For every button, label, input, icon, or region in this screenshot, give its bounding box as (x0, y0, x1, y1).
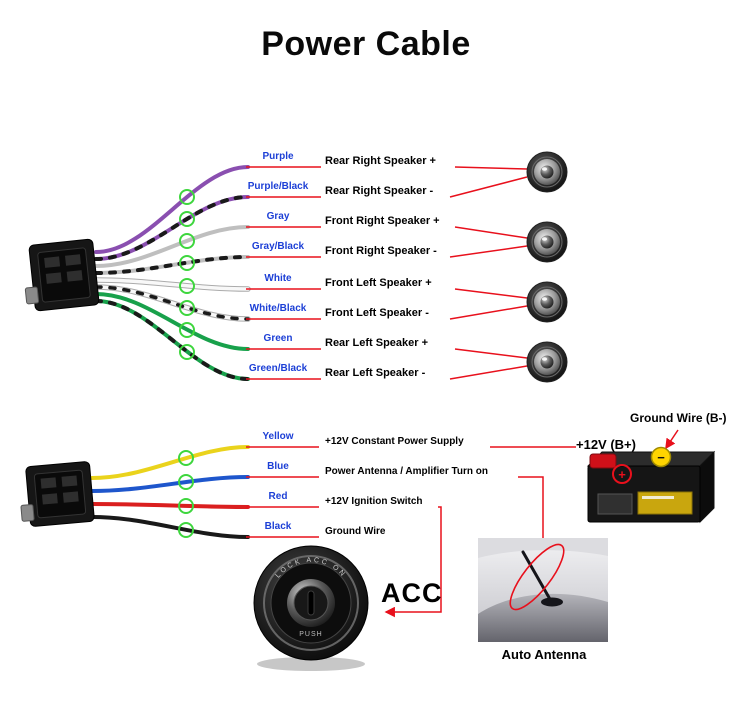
harness-connector-top (24, 238, 100, 312)
connection-circle (178, 522, 194, 538)
connection-circles (178, 189, 195, 538)
speaker-link-line (454, 348, 528, 359)
connection-circle (179, 189, 195, 205)
battery-minus-symbol: − (657, 450, 665, 465)
wire-purple-black-stripe (94, 195, 250, 261)
wire-white (94, 278, 250, 291)
speaker-link-line (449, 305, 528, 320)
speaker-link-line (454, 226, 528, 239)
speaker-link-line (449, 365, 528, 380)
ignition-link-line (384, 506, 442, 618)
wire-black (90, 515, 250, 539)
wire-color-label: Green/Black (248, 363, 308, 374)
speaker-link-line (454, 288, 528, 299)
wire-function-label: Rear Left Speaker - (325, 367, 426, 379)
wire-color-label: Purple (262, 151, 294, 162)
connection-circle (178, 498, 194, 514)
speaker-icon (526, 151, 568, 193)
connection-circle (179, 233, 195, 249)
antenna-base (541, 597, 563, 607)
wire-function-label: Front Right Speaker - (325, 245, 437, 257)
auto-antenna-photo (478, 538, 608, 642)
wire-color-label: Purple/Black (247, 181, 309, 192)
wire-function-label: Front Left Speaker + (325, 277, 432, 289)
connection-circle (179, 300, 195, 316)
wire-color-label: Yellow (262, 431, 294, 442)
speaker-link-line (454, 166, 528, 170)
wire-function-label: Rear Left Speaker + (325, 337, 429, 349)
wire-function-label: Rear Right Speaker + (325, 155, 436, 167)
connection-circle (179, 322, 195, 338)
wire-color-label: Blue (267, 461, 289, 472)
antenna-rod (521, 550, 553, 603)
speaker-wires (93, 165, 251, 381)
antenna-link-line (518, 476, 549, 561)
acc-label: ACC (381, 578, 443, 608)
speaker-link-line (449, 245, 528, 258)
wire-green-black-stripe (94, 299, 250, 381)
wire-gray (94, 225, 250, 268)
wire-function-label: Front Right Speaker + (325, 215, 440, 227)
wire-color-label: Gray (266, 211, 290, 222)
wire-function-label: +12V Ignition Switch (325, 496, 423, 507)
power-wires (90, 445, 250, 539)
wire-function-label: +12V Constant Power Supply (325, 436, 464, 447)
connection-circle (178, 474, 194, 490)
wire-white-black-base (94, 285, 250, 321)
speaker-icon (526, 221, 568, 263)
speaker-icon (526, 281, 568, 323)
antenna-highlight-ellipse (509, 543, 565, 611)
wire-function-label: Power Antenna / Amplifier Turn on (325, 466, 488, 477)
wire-red (90, 502, 250, 509)
speaker-icons (526, 151, 568, 383)
red-link-lines (246, 166, 679, 618)
harness-connector-bottom (20, 461, 95, 527)
speaker-icon (526, 341, 568, 383)
battery-plus-terminal (612, 464, 632, 484)
wire-color-label: Red (268, 491, 288, 502)
wire-yellow (90, 445, 250, 480)
wire-color-label: Gray/Black (251, 241, 305, 252)
wire-color-label: White/Black (249, 303, 307, 314)
wire-gray-black-stripe (94, 255, 250, 275)
antenna-caption: Auto Antenna (501, 647, 587, 662)
wire-color-label: Green (263, 333, 293, 344)
battery-ground-arrow (665, 429, 679, 450)
page-title: Power Cable (261, 25, 471, 63)
battery-ground-label: Ground Wire (B-) (630, 411, 727, 425)
wire-color-label: White (264, 273, 292, 284)
connection-circle (179, 278, 195, 294)
wire-white-black-stripe (94, 285, 250, 321)
battery-minus-terminal (650, 446, 672, 468)
wire-function-label: Rear Right Speaker - (325, 185, 434, 197)
battery-illustration: + − (586, 446, 716, 524)
connection-circle (178, 450, 194, 466)
ignition-key-illustration: LOCK ACC ON PUSH (253, 545, 369, 671)
key-push-text: PUSH (299, 631, 322, 638)
wire-color-label: Black (264, 521, 292, 532)
wire-blue (90, 475, 250, 493)
wire-function-label: Ground Wire (325, 526, 386, 537)
wire-green (94, 292, 250, 351)
speaker-link-line (449, 176, 528, 198)
battery-plus-label: +12V (B+) (576, 437, 636, 452)
connection-circle (179, 255, 195, 271)
wire-function-label: Front Left Speaker - (325, 307, 429, 319)
wire-purple (94, 165, 250, 254)
connection-circle (179, 211, 195, 227)
battery-plus-symbol: + (618, 467, 626, 482)
connection-circle (179, 344, 195, 360)
